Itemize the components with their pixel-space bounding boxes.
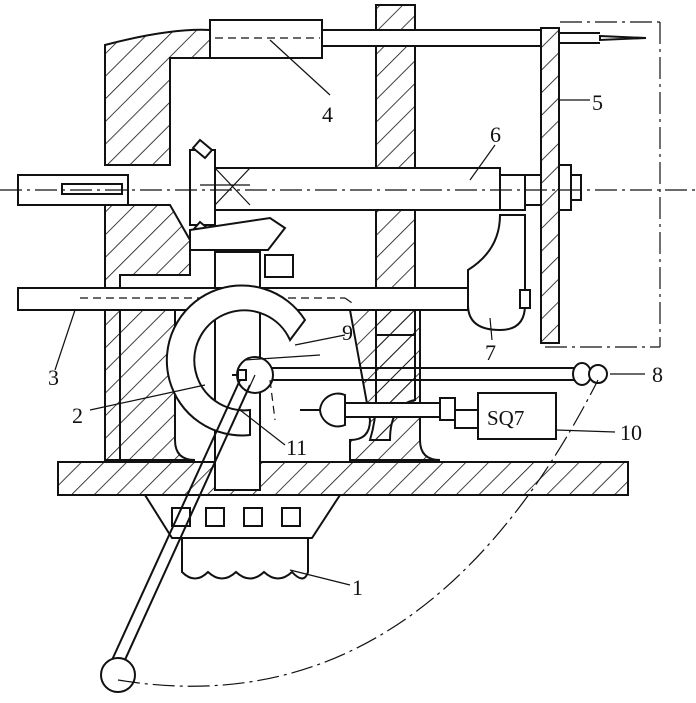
label-3: 3: [48, 365, 59, 390]
center-lines: [0, 21, 696, 348]
bevel-gear: [189, 138, 294, 278]
part-labels: 1 2 3 4 5 6 7 8 9 10 11: [48, 90, 663, 600]
label-7: 7: [485, 340, 496, 365]
label-11: 11: [286, 435, 307, 460]
handle-lever: [100, 374, 599, 693]
switch-label: SQ7: [487, 406, 524, 430]
label-9: 9: [342, 320, 353, 345]
lever-arm-7: [467, 214, 531, 332]
label-4: 4: [322, 102, 333, 127]
limit-switch-sq7: SQ7: [300, 392, 557, 440]
rod-4: [209, 19, 647, 59]
tie-rod-8: [272, 362, 608, 386]
knob-1: [143, 494, 342, 580]
label-10: 10: [620, 420, 642, 445]
label-6: 6: [490, 122, 501, 147]
shaft-6: [17, 164, 582, 211]
label-5: 5: [592, 90, 603, 115]
label-1: 1: [352, 575, 363, 600]
label-8: 8: [652, 362, 663, 387]
label-2: 2: [72, 403, 83, 428]
leader-lines: [54, 39, 645, 586]
